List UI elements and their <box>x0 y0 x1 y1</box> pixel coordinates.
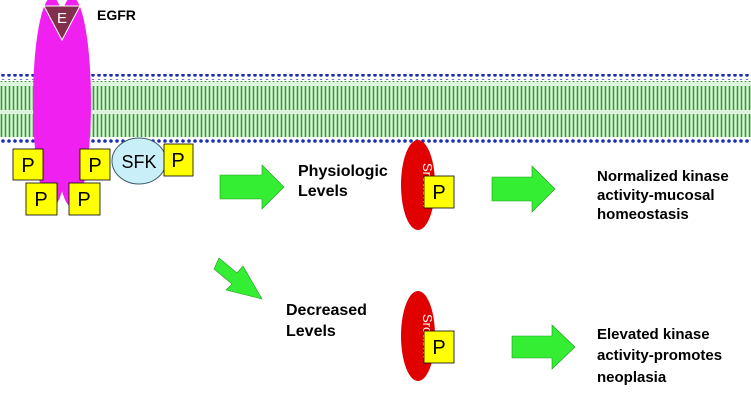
egfr-label: EGFR <box>97 7 136 23</box>
arrow-right-icon <box>511 324 576 370</box>
arrow-right-icon <box>491 165 556 213</box>
membrane-outer-heads <box>0 74 751 80</box>
outcome-line1: Normalized kinase <box>597 168 729 185</box>
outcome-line3: homeostasis <box>597 206 689 223</box>
phospho-box <box>25 182 58 216</box>
phospho-box <box>423 175 455 209</box>
egfr-phosphates: P P P P <box>12 148 111 216</box>
phospho-label: P <box>432 337 445 359</box>
phospho-label: P <box>77 189 90 211</box>
phospho-label: P <box>88 155 101 177</box>
sfk-kinase: SFK P <box>111 137 194 185</box>
phospho-label: P <box>34 189 47 211</box>
outcome-line1: Elevated kinase <box>597 326 710 343</box>
sfk-label: SFK <box>121 152 156 172</box>
ligand-triangle-icon <box>43 5 81 42</box>
arrow-down-right-icon <box>213 257 263 300</box>
pathway-arrows <box>213 164 576 370</box>
phospho-label: P <box>171 150 184 172</box>
phospho-box <box>163 143 194 177</box>
ligand-letter: E <box>57 10 67 27</box>
lipid-tails <box>0 81 751 137</box>
pathway-physiologic: Physiologic Levels Srcasm P Normalized k… <box>298 140 729 230</box>
outcome-line2: activity-mucosal <box>597 187 715 204</box>
phospho-box <box>68 182 101 216</box>
outcome-line3: neoplasia <box>597 369 667 386</box>
level-label-line1: Physiologic <box>298 163 388 180</box>
pathway-decreased: Decreased Levels Srcasm P Elevated kinas… <box>286 291 722 386</box>
phospho-label: P <box>432 182 445 204</box>
phospho-box <box>12 148 44 181</box>
membrane-inner-heads <box>0 137 751 143</box>
phospho-box <box>79 148 111 181</box>
level-label-line2: Levels <box>286 323 336 340</box>
arrow-right-icon <box>219 164 285 210</box>
cell-membrane <box>0 74 751 143</box>
level-label-line1: Decreased <box>286 302 367 319</box>
phospho-label: P <box>21 155 34 177</box>
phospho-box <box>423 330 455 364</box>
level-label-line2: Levels <box>298 183 348 200</box>
outcome-line2: activity-promotes <box>597 347 722 364</box>
